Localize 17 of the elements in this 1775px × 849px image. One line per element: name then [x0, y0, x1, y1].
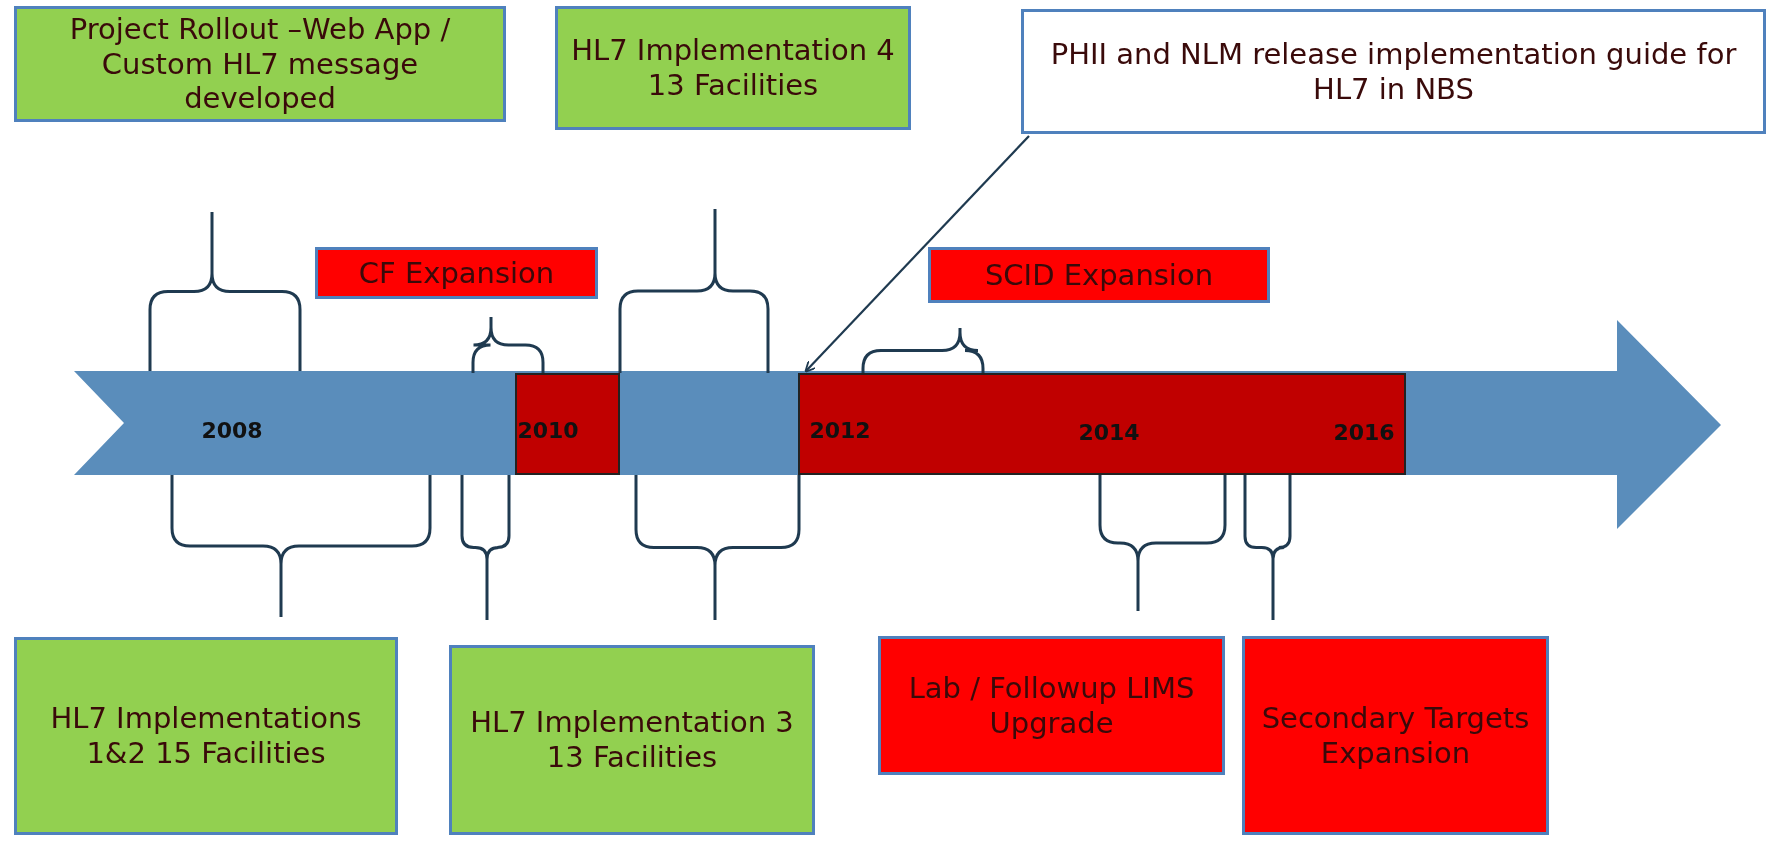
year-label: 2012: [809, 417, 871, 443]
expansion-box: Lab / Followup LIMS Upgrade: [878, 636, 1225, 775]
milestone-box: HL7 Implementations 1&2 15 Facilities: [14, 637, 398, 835]
expansion-box: SCID Expansion: [928, 247, 1270, 303]
milestone-box: HL7 Implementation 3 13 Facilities: [449, 645, 815, 835]
milestone-box: HL7 Implementation 4 13 Facilities: [555, 6, 911, 130]
period-band: [515, 373, 620, 475]
year-label: 2010: [517, 417, 579, 443]
year-label: 2014: [1078, 419, 1140, 445]
arrow: [804, 135, 1030, 373]
year-label: 2008: [201, 417, 263, 443]
period-band: [798, 373, 1406, 475]
year-label: 2016: [1333, 419, 1395, 445]
expansion-box: Secondary Targets Expansion: [1242, 636, 1549, 835]
milestone-box: Project Rollout –Web App / Custom HL7 message developed: [14, 6, 506, 122]
expansion-box: CF Expansion: [315, 247, 598, 299]
callout-box: PHII and NLM release implementation guide for HL7 in NBS: [1021, 9, 1766, 134]
